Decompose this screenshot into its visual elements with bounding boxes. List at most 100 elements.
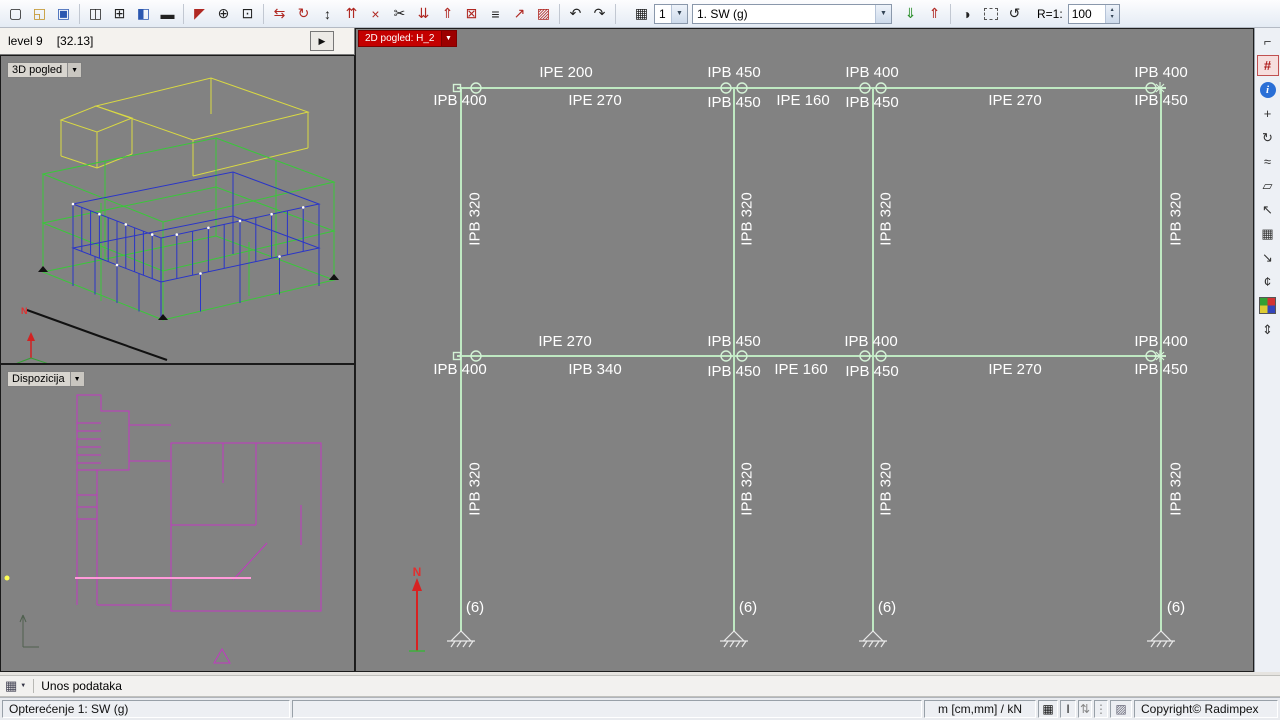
move-icon[interactable]: ↕	[324, 5, 331, 22]
chevron-down-icon[interactable]: ▼	[671, 4, 687, 23]
log-icon[interactable]: ▨	[1110, 700, 1132, 718]
separator	[33, 679, 35, 693]
level-label: level 9	[8, 34, 43, 48]
delete-icon[interactable]: ×	[371, 5, 380, 22]
window-icon[interactable]: ◧	[136, 5, 151, 21]
cursor-mode-status[interactable]: I	[1060, 700, 1076, 718]
redo-icon[interactable]: ↷	[593, 5, 606, 21]
disposition-selector[interactable]: Dispozicija ▼	[7, 371, 85, 387]
active-view-grid-icon[interactable]: #	[1256, 55, 1279, 76]
beam-label: IPB 450	[845, 363, 899, 380]
beam-label: IPB 400	[433, 92, 487, 109]
palette-icon-glyph	[1259, 297, 1276, 314]
beam-label: IPE 270	[568, 92, 622, 109]
view-tab-dropdown-icon[interactable]: ▼	[441, 30, 457, 47]
beam-label: IPE 200	[539, 64, 593, 81]
view-tab-label: 2D pogled: H_2	[365, 33, 435, 44]
input-list-icon[interactable]: ▦	[5, 678, 18, 693]
undo-icon[interactable]: ↶	[569, 5, 582, 21]
contrast-icon[interactable]: ◑	[962, 5, 971, 22]
chevron-down-icon[interactable]: ▼	[20, 683, 27, 689]
offset-icon[interactable]: ≡	[491, 5, 500, 22]
input-mode-label: Unos podataka	[41, 679, 122, 693]
view-3d-selector-label: 3D pogled	[12, 64, 63, 76]
hatch-tool-icon[interactable]: ▦	[1261, 225, 1274, 241]
column-label: IPB 320	[1167, 192, 1185, 246]
column-label: IPB 320	[466, 462, 484, 516]
copy-array-icon[interactable]: ⇈	[345, 5, 358, 21]
column-label: IPB 320	[1167, 462, 1185, 516]
toolbar-separator	[183, 3, 184, 24]
wireframe-3d-view	[16, 77, 339, 363]
hatch-icon[interactable]: ▨	[536, 5, 551, 21]
pan-tool-icon[interactable]: ↖	[1262, 201, 1273, 217]
column-label: IPB 320	[466, 192, 484, 246]
disposition-panel[interactable]: Dispozicija ▼	[0, 364, 355, 672]
selection-box-glyph	[983, 7, 998, 20]
beam-label: IPE 270	[988, 361, 1042, 378]
open-folder-icon[interactable]: ◱	[32, 5, 47, 21]
selection-box-icon[interactable]	[979, 3, 1002, 25]
section-mark-icon[interactable]: ¢	[1263, 274, 1272, 289]
column-label: IPB 320	[877, 462, 895, 516]
zoom-window-icon[interactable]: ⊡	[241, 5, 254, 21]
page-combo[interactable]: 1 ▼	[654, 3, 688, 24]
scale-stepper[interactable]: ▴▾	[1067, 3, 1120, 24]
diagonal-arrow-icon[interactable]: ↘	[1262, 249, 1273, 265]
chevron-down-icon[interactable]: ▼	[69, 372, 84, 386]
scroll-mode-icon[interactable]: ⇅	[1078, 700, 1092, 718]
rotate-view-icon[interactable]: ↺	[1008, 5, 1021, 21]
beam-label: IPB 400	[433, 361, 487, 378]
paste-icon[interactable]: ⊞	[113, 5, 126, 21]
chevron-down-icon[interactable]: ▼	[67, 63, 82, 77]
select-arrow-icon[interactable]: ◤	[194, 5, 205, 21]
import-icon[interactable]: ⇓	[904, 5, 917, 21]
play-button[interactable]: ▶	[310, 31, 334, 51]
info-icon[interactable]: i	[1257, 79, 1279, 100]
rotate-tool-icon[interactable]: ↻	[1262, 129, 1273, 145]
more-options-icon[interactable]: ⋮	[1094, 700, 1108, 718]
view-3d-selector[interactable]: 3D pogled ▼	[7, 62, 83, 78]
view-3d-panel[interactable]: N 3D pogled ▼	[0, 55, 355, 364]
spline-tool-icon[interactable]: ≈	[1263, 154, 1272, 169]
level-coordinate: [32.13]	[56, 34, 94, 48]
beam-label: IPB 340	[568, 361, 622, 378]
swap-arrows-icon[interactable]: ⇕	[1262, 321, 1273, 337]
beam-label: IPB 450	[707, 64, 761, 81]
table-toggle-icon[interactable]: ▦	[1038, 700, 1058, 718]
palette-icon[interactable]	[1257, 295, 1279, 316]
move-tool-icon[interactable]: +	[1263, 106, 1272, 121]
new-file-icon[interactable]: ▢	[8, 5, 23, 21]
zoom-in-icon[interactable]: ⊕	[217, 5, 230, 21]
load-case-combo[interactable]: 1. SW (g) ▼	[692, 3, 892, 24]
chevron-down-icon[interactable]: ▼	[875, 4, 891, 23]
level-up-icon[interactable]: ⇑	[441, 5, 454, 21]
scissors-icon[interactable]: ✂	[393, 5, 406, 21]
beam-label: IPE 160	[776, 92, 830, 109]
page-combo-value: 1	[659, 6, 666, 21]
main-toolbar: ▢ ◱ ▣ ◫ ⊞ ◧ ▬ ◤ ⊕ ⊡ ⇆ ↻ ↕ ⇈ × ✂ ⇊ ⇑ ⊠ ≡ …	[0, 0, 1280, 28]
load-case-status: Opterećenje 1: SW (g)	[2, 700, 290, 718]
axis-n-label: N	[412, 565, 422, 579]
corner-select-icon[interactable]: ⌐	[1263, 34, 1272, 49]
drawing-area[interactable]: 2D pogled: H_2 ▼	[355, 28, 1254, 672]
sheet-icon[interactable]: ▦	[634, 5, 649, 21]
load-case-combo-value: 1. SW (g)	[697, 6, 748, 21]
level-down-icon[interactable]: ⇊	[417, 5, 430, 21]
view-tab[interactable]: 2D pogled: H_2 ▼	[358, 30, 457, 47]
beam-label: IPB 450	[1134, 92, 1188, 109]
copy-icon[interactable]: ◫	[88, 5, 103, 21]
mirror-icon[interactable]: ⇆	[273, 5, 286, 21]
scale-input[interactable]	[1068, 5, 1105, 22]
rotate-icon[interactable]: ↻	[297, 5, 310, 21]
save-icon[interactable]: ▣	[56, 5, 71, 21]
export-icon[interactable]: ⇑	[928, 5, 941, 21]
eraser-tool-icon[interactable]: ▱	[1262, 177, 1273, 193]
beam-label: IPB 400	[844, 333, 898, 350]
trim-icon[interactable]: ⊠	[465, 5, 478, 21]
column-label: IPB 320	[877, 192, 895, 246]
collapse-icon[interactable]: ▬	[160, 5, 175, 22]
spinner-arrows-icon[interactable]: ▴▾	[1104, 4, 1119, 23]
stretch-icon[interactable]: ↗	[513, 5, 526, 21]
